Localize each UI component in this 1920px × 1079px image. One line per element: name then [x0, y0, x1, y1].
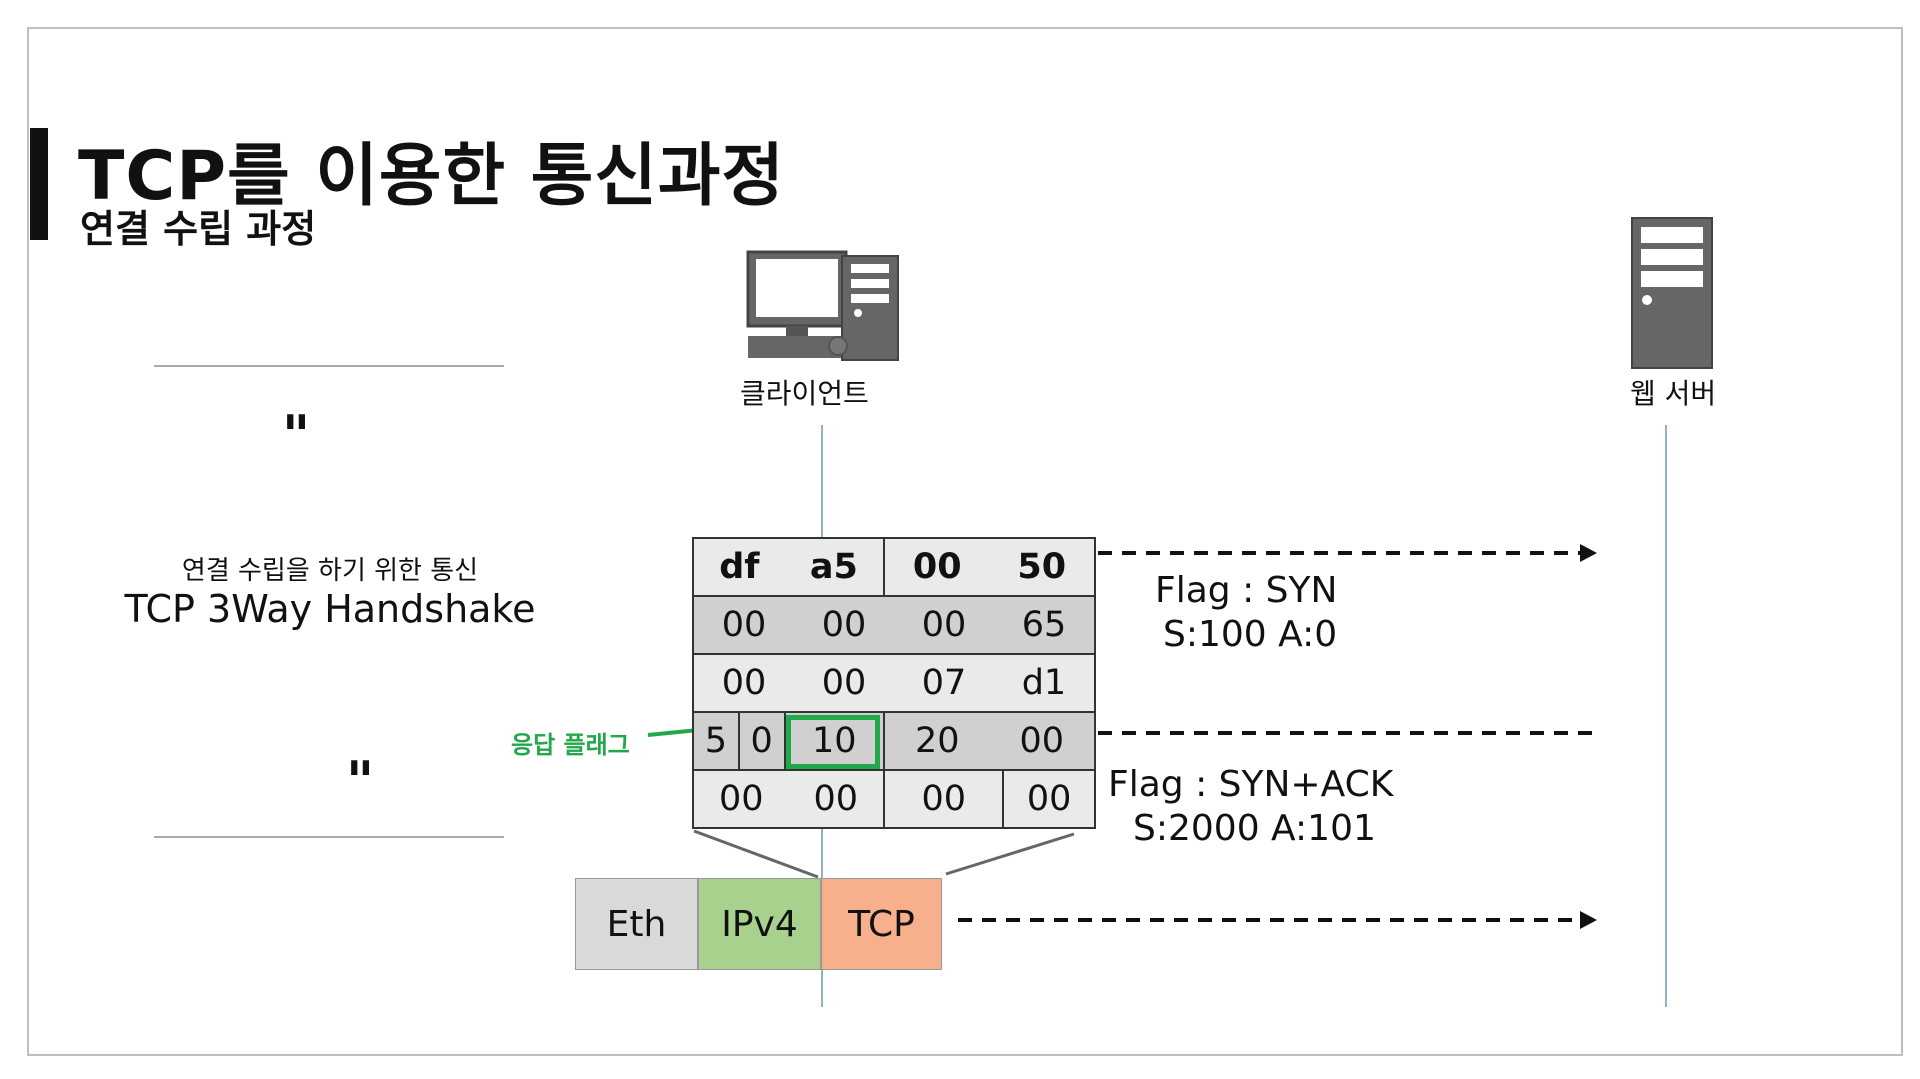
syn-seq-text: S:100 A:0 [1163, 614, 1338, 655]
layer-ipv4: IPv4 [698, 878, 821, 970]
hex-value: 00 [718, 779, 764, 819]
hex-value: 20 [915, 721, 960, 761]
hex-value: 00 [912, 547, 962, 587]
client-label: 클라이언트 [740, 377, 869, 410]
quote-open-mark: " [282, 404, 311, 467]
slide-title: TCP를 이용한 통신과정 [78, 137, 785, 216]
hex-value: 00 [721, 663, 767, 703]
table-row: 00 00 00 65 [692, 595, 1096, 655]
title-accent-bar [30, 128, 48, 240]
quote-text-korean: 연결 수립을 하기 위한 통신 [181, 556, 479, 586]
response-flag-label: 응답 플래그 [511, 731, 630, 759]
quote-close-mark: " [346, 750, 375, 813]
hex-value: a5 [809, 547, 858, 587]
layer-eth: Eth [575, 878, 698, 970]
server-lifeline [1665, 425, 1667, 1007]
zoom-line-right [945, 832, 1075, 876]
hex-value: 00 [1019, 721, 1065, 761]
quote-text-handshake: TCP 3Way Handshake [124, 587, 536, 631]
table-cell: 00 [883, 769, 1005, 829]
synack-flag-text: Flag : SYN+ACK [1108, 764, 1394, 805]
response-flag-highlight [786, 715, 880, 769]
hex-value: 65 [1021, 605, 1067, 645]
zoom-line-left [693, 829, 819, 879]
table-cell: 5 [692, 711, 740, 771]
hex-value: 50 [1017, 547, 1067, 587]
table-row: df a5 00 50 [691, 537, 1096, 597]
hex-value: df [719, 547, 760, 587]
tcp-arrow-head [1580, 911, 1597, 929]
hex-value: 00 [721, 605, 767, 645]
server-icon [1631, 217, 1713, 369]
table-cell: 00 00 [691, 769, 886, 829]
table-cell: 00 50 [883, 537, 1096, 597]
table-cell: 00 00 00 65 [692, 595, 1096, 655]
hex-value: 00 [821, 663, 867, 703]
table-row: 00 00 07 d1 [692, 653, 1096, 713]
table-cell: df a5 [691, 537, 886, 597]
syn-flag-text: Flag : SYN [1155, 570, 1338, 611]
table-cell: 00 [1002, 769, 1096, 829]
server-label: 웹 서버 [1630, 377, 1717, 410]
table-cell: 00 00 07 d1 [692, 653, 1096, 713]
hex-value: d1 [1021, 663, 1067, 703]
quote-top-rule [154, 365, 504, 367]
hex-value: 00 [821, 605, 867, 645]
client-computer-icon [746, 250, 899, 361]
table-cell: 10 [783, 711, 886, 771]
hex-value: 00 [813, 779, 859, 819]
quote-bottom-rule [154, 836, 504, 838]
synack-seq-text: S:2000 A:101 [1133, 808, 1376, 849]
layer-tcp: TCP [821, 878, 942, 970]
hex-value: 00 [921, 605, 967, 645]
table-cell: 0 [737, 711, 786, 771]
slide-frame [27, 27, 1903, 1056]
hex-value: 07 [921, 663, 967, 703]
slide-subtitle: 연결 수립 과정 [80, 207, 317, 251]
syn-arrow-head [1580, 544, 1597, 562]
